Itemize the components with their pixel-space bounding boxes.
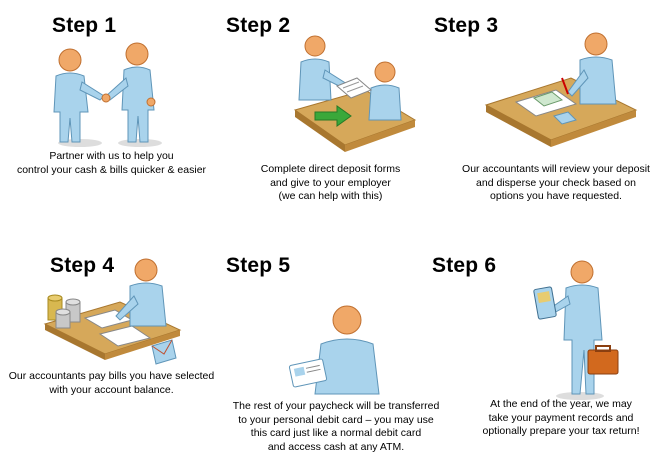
tax-return-illustration xyxy=(533,260,619,400)
step-1: Step 1 Partner with us to help you contr… xyxy=(0,0,223,230)
step-title: Step 3 xyxy=(434,14,499,37)
step-description: The rest of your paycheck will be transf… xyxy=(232,400,440,453)
handshake-illustration xyxy=(53,42,162,147)
pay-bills-illustration xyxy=(43,258,182,365)
review-deposit-illustration xyxy=(484,32,638,147)
step-6: Step 6 At the end of the year, we may ta… xyxy=(432,230,669,460)
step-description: Partner with us to help you control your… xyxy=(16,150,207,176)
step-description: Our accountants will review your deposit… xyxy=(462,163,650,202)
step-title: Step 6 xyxy=(432,254,497,277)
step-5: Step 5 The rest of your paycheck will be… xyxy=(223,230,446,460)
step-2: Step 2 Complete direct deposit forms and… xyxy=(223,0,446,230)
step-title: Step 2 xyxy=(226,14,291,37)
step-4: Step 4 Our accountants pay bills you hav… xyxy=(0,230,223,460)
step-description: Complete direct deposit forms and give t… xyxy=(260,163,401,202)
step-title: Step 5 xyxy=(226,254,291,277)
direct-deposit-illustration xyxy=(293,35,417,152)
step-3: Step 3 Our accountants will review your … xyxy=(434,0,669,230)
step-title: Step 4 xyxy=(50,254,115,277)
step-description: At the end of the year, we may take your… xyxy=(482,398,640,437)
step-description: Our accountants pay bills you have selec… xyxy=(8,370,215,396)
debit-card-illustration xyxy=(288,305,380,395)
step-title: Step 1 xyxy=(52,14,117,37)
